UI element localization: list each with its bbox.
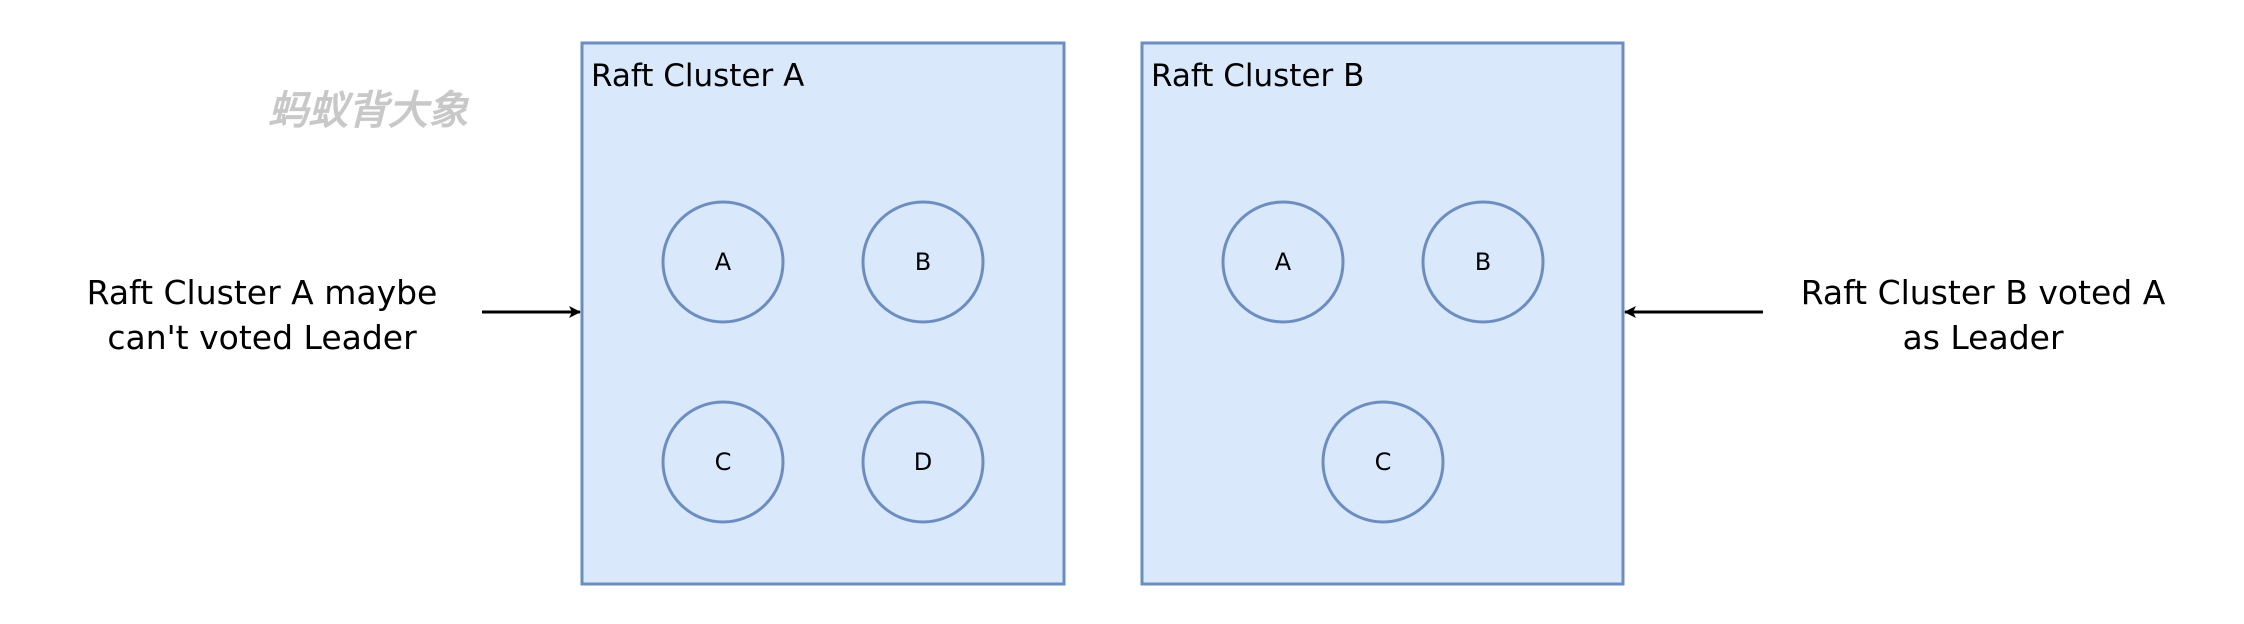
right-annotation-line-2: as Leader bbox=[1902, 318, 2063, 357]
cluster-b-node-c bbox=[1321, 400, 1445, 524]
left-annotation-line-2: can't voted Leader bbox=[107, 318, 417, 357]
cluster-b-title: Raft Cluster B bbox=[1151, 58, 1364, 94]
cluster-a-node-c-label: C bbox=[715, 448, 732, 476]
cluster-b-node-a-label: A bbox=[1275, 248, 1292, 276]
cluster-b-node-b-label: B bbox=[1475, 248, 1491, 276]
cluster-a-node-c bbox=[661, 400, 785, 524]
cluster-a-node-b bbox=[861, 200, 985, 324]
cluster-a-node-d bbox=[861, 400, 985, 524]
left-annotation-line-1: Raft Cluster A maybe bbox=[87, 273, 438, 312]
cluster-a: Raft Cluster A A B C D bbox=[580, 41, 1066, 586]
cluster-a-node-a bbox=[661, 200, 785, 324]
cluster-b: Raft Cluster B A B C bbox=[1140, 41, 1625, 586]
cluster-a-node-d-label: D bbox=[914, 448, 932, 476]
cluster-a-title: Raft Cluster A bbox=[591, 58, 804, 94]
cluster-a-node-a-label: A bbox=[715, 248, 732, 276]
cluster-b-node-b bbox=[1421, 200, 1545, 324]
cluster-b-node-c-label: C bbox=[1375, 448, 1392, 476]
watermark: 蚂蚁背大象 bbox=[268, 88, 470, 134]
cluster-b-node-a bbox=[1221, 200, 1345, 324]
cluster-a-box bbox=[580, 41, 1066, 586]
cluster-a-node-b-label: B bbox=[915, 248, 931, 276]
right-annotation-line-1: Raft Cluster B voted A bbox=[1801, 273, 2166, 312]
